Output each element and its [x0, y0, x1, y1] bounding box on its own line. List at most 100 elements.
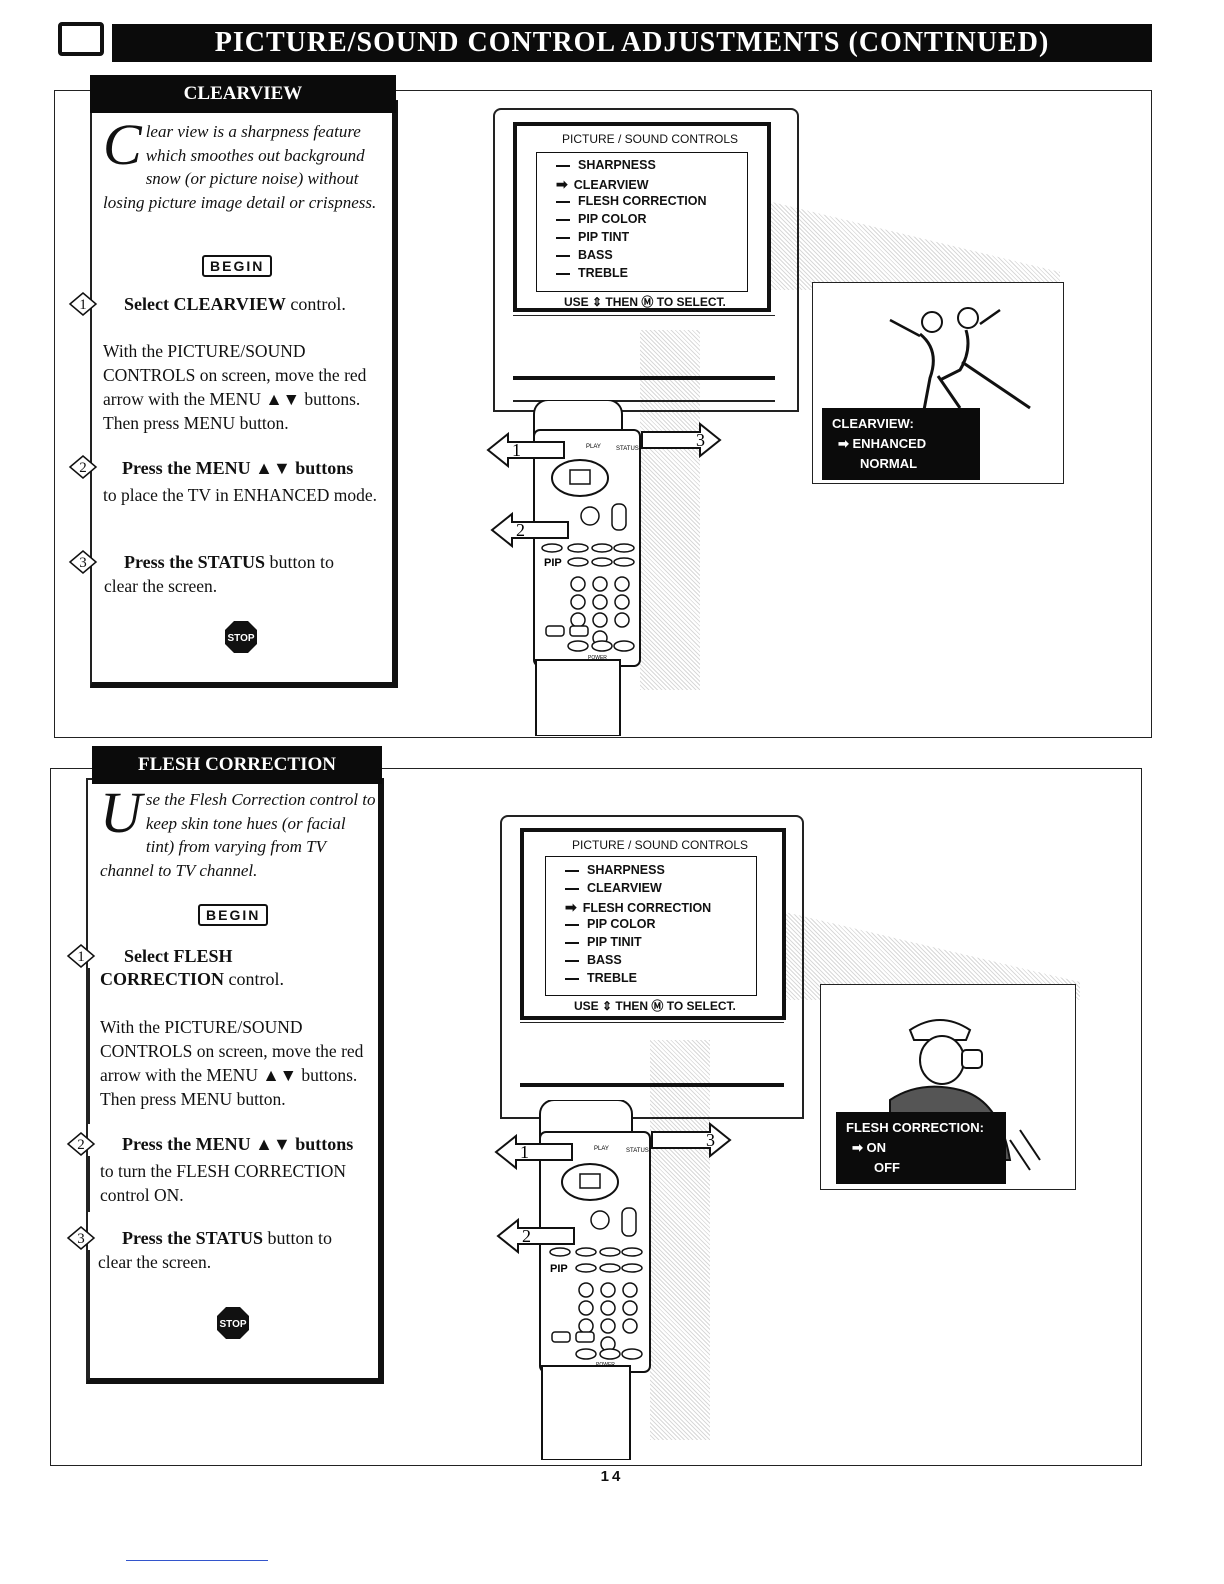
menu-dash [556, 236, 570, 239]
remote-control: PLAY STATUS PIP POWER [536, 1099, 656, 1461]
osd-menu-item: PIP TINT [556, 230, 629, 244]
osd-menu-label: SHARPNESS [578, 158, 656, 172]
menu-dash [565, 959, 579, 962]
remote-control: PLAY STATUS PIP POWER [530, 399, 646, 737]
menu-dash [556, 218, 570, 221]
callout-arrow: 3 [651, 1121, 732, 1159]
step-number-diamond: 2 [66, 1132, 96, 1156]
step-title-bold: Press the MENU ▲▼ buttons [122, 1134, 354, 1154]
menu-dash [556, 272, 570, 275]
osd-menu-label: TREBLE [578, 266, 628, 280]
step-number: 2 [77, 1137, 85, 1153]
tv-set [500, 815, 804, 1119]
step-number-diamond: 2 [68, 455, 98, 479]
dropcap: C [103, 112, 142, 177]
osd-menu-item: SHARPNESS [556, 158, 656, 172]
section-title: CLEARVIEW [90, 75, 396, 113]
step-title: Press the STATUS button to [124, 551, 334, 574]
inset-option-selected: ➡ ENHANCED [838, 436, 927, 451]
remote-status-label: STATUS [616, 446, 639, 452]
menu-dash [565, 887, 579, 890]
osd-footer: USE ⇕ THEN Ⓜ TO SELECT. [564, 295, 726, 309]
inset-osd: CLEARVIEW: ➡ ENHANCED NORMAL [822, 408, 980, 480]
osd-menu-label: CLEARVIEW [573, 178, 649, 192]
step-rule [88, 1250, 90, 1380]
step-title-bold: Press the STATUS [124, 552, 266, 572]
osd-menu-label: BASS [587, 953, 622, 967]
stop-label: STOP [219, 1319, 246, 1330]
osd-menu-item: FLESH CORRECTION [556, 194, 706, 208]
step-title-bold: Select CLEARVIEW [124, 294, 286, 314]
intro-body: se the Flesh Correction control to keep … [100, 790, 376, 880]
step-body: clear the screen. [104, 576, 218, 596]
callout-arrow: 2 [496, 1217, 575, 1255]
osd-menu-label: PIP TINT [578, 230, 630, 244]
step-title: Press the MENU ▲▼ buttons [122, 1133, 353, 1156]
menu-dash [565, 977, 579, 980]
callout-arrow: 1 [486, 431, 565, 469]
step-number-diamond: 1 [68, 292, 98, 316]
step-title: Select CLEARVIEW control. [124, 293, 346, 316]
step-title-rest: control. [224, 969, 285, 989]
step-rule [90, 575, 92, 595]
osd-menu-label: FLESH CORRECTION [582, 901, 712, 915]
osd-menu-label: PIP COLOR [587, 917, 656, 931]
step-number-diamond: 3 [66, 1226, 96, 1250]
callout-number: 2 [522, 1226, 531, 1246]
callout-number: 1 [512, 440, 521, 460]
step-rule [90, 480, 92, 530]
step-number: 3 [79, 555, 87, 571]
tv-base [520, 1022, 784, 1087]
remote-pip-label: PIP [550, 1263, 568, 1275]
callout-arrow: 1 [494, 1133, 573, 1171]
tv-screen [513, 122, 771, 312]
callout-arrow: 3 [641, 421, 722, 459]
step-title-bold: Select FLESH CORRECTION [100, 946, 233, 989]
inset-option-selected: ➡ ON [852, 1140, 887, 1155]
page-title: PICTURE/SOUND CONTROL ADJUSTMENTS (CONTI… [112, 24, 1152, 62]
osd-menu-item: PIP COLOR [565, 917, 656, 931]
osd-menu-label: BASS [578, 248, 613, 262]
dropcap: U [100, 780, 142, 845]
remote-pip-label: PIP [544, 557, 562, 569]
osd-menu-item: PIP COLOR [556, 212, 647, 226]
page-number: 14 [600, 1468, 624, 1485]
menu-dash [565, 941, 579, 944]
remote-status-label: STATUS [626, 1148, 649, 1154]
callout-number: 3 [706, 1130, 715, 1150]
osd-menu-label: CLEARVIEW [587, 881, 662, 895]
step-number: 3 [77, 1231, 85, 1247]
stop-icon: STOP [216, 1306, 250, 1340]
osd-menu-item-selected: ➡CLEARVIEW [556, 176, 649, 193]
tv-screen [520, 828, 786, 1020]
osd-menu-item: CLEARVIEW [565, 881, 662, 895]
inset-option: OFF [874, 1160, 900, 1175]
footer-rule [126, 1560, 268, 1561]
osd-menu-item: BASS [565, 953, 622, 967]
osd-title: PICTURE / SOUND CONTROLS [572, 838, 749, 852]
stop-icon: STOP [224, 620, 258, 654]
osd-title: PICTURE / SOUND CONTROLS [562, 132, 739, 146]
tv-cabinet [513, 380, 775, 402]
step-body: With the PICTURE/SOUND CONTROLS on scree… [103, 341, 367, 433]
step-title: Select FLESH CORRECTION control. [100, 945, 300, 991]
osd-menu-item: PIP TINIT [565, 935, 642, 949]
osd-menu-item-selected: ➡FLESH CORRECTION [565, 899, 711, 916]
chapter-icon [58, 22, 104, 56]
menu-dash [565, 923, 579, 926]
menu-dash [556, 200, 570, 203]
inset-osd: FLESH CORRECTION: ➡ ON OFF [836, 1112, 1006, 1184]
callout-number: 2 [516, 520, 525, 540]
osd-menu-item: TREBLE [565, 971, 637, 985]
step-title-bold: Press the MENU ▲▼ buttons [122, 458, 354, 478]
menu-dash [565, 869, 579, 872]
osd-menu-label: SHARPNESS [587, 863, 665, 877]
beam-shading [640, 330, 700, 690]
tv-set [493, 108, 799, 412]
osd-menu-label: PIP COLOR [578, 212, 647, 226]
menu-dash [556, 164, 570, 167]
remote-play-label: PLAY [586, 444, 601, 450]
remote-play-label: PLAY [594, 1146, 609, 1152]
